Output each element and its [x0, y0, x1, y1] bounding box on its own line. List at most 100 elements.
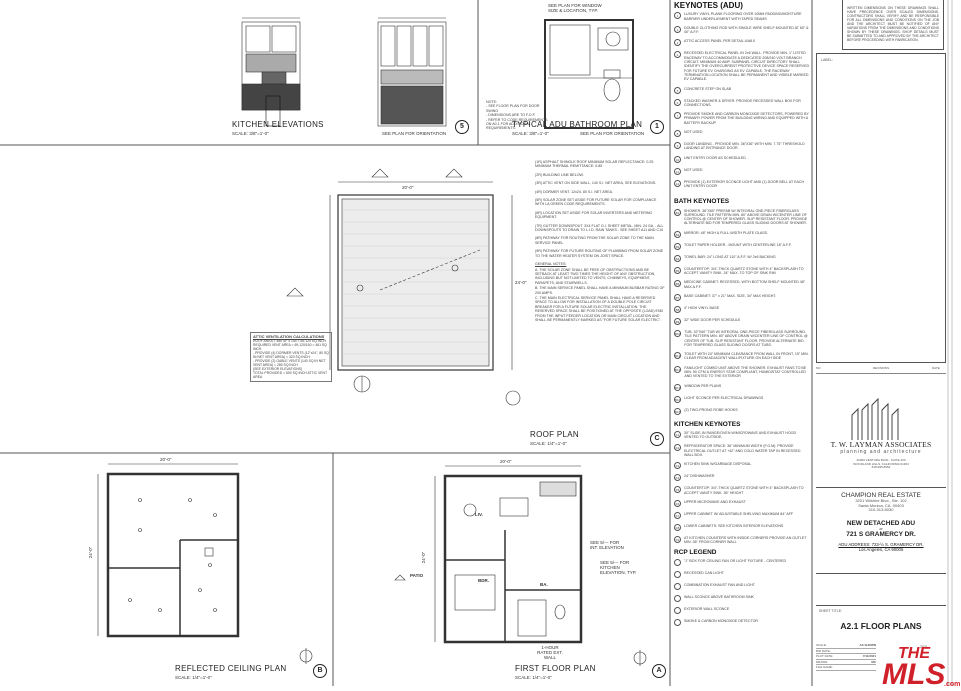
room-label: BA. — [540, 582, 548, 587]
keynote-number-icon: B10 — [674, 329, 682, 337]
architect-address-line: 20300 VENTURA BLVD., SUITE 200 — [856, 458, 906, 462]
architect-block: T. W. LAYMAN ASSOCIATES planning and arc… — [816, 440, 946, 470]
architect-tagline: planning and architecture — [840, 449, 922, 455]
rcp-legend-title: RCP LEGEND — [674, 548, 717, 556]
info-value: MC — [871, 659, 876, 664]
keynote-item: SMOKE & CARBON MONOXIDE DETECTOR — [674, 618, 810, 626]
sheet-title-block: SHEET TITLE: A2.1 FLOOR PLANS — [816, 605, 946, 634]
roof-note: (2R) BUILDING LINE BELOW. — [535, 172, 584, 177]
client-address-line: 3201 Wilshire Blvd., Ste. 102 — [855, 498, 907, 503]
drawing-number-bubble: C — [650, 432, 664, 446]
rcp-dim-depth: 24'-0" — [88, 546, 94, 559]
keynote-text: UPPER CABINET W/ ADJUSTABLE SHELVING MAX… — [684, 511, 794, 516]
drawing-orientation: SEE PLAN FOR ORIENTATION — [580, 131, 645, 136]
room-label: LIV. — [475, 512, 483, 517]
rev-no-header: NO. — [816, 366, 822, 370]
drawing-number-bubble: A — [652, 664, 666, 678]
first-floor-plan-drawing — [394, 465, 647, 666]
keynote-item: COMBINATION EXHAUST FAN AND LIGHT — [674, 582, 810, 590]
titleblock-edge — [947, 0, 953, 686]
roof-note: (9R) PATHWAY FOR FUTURE ROUTING OF PLUMB… — [535, 249, 663, 258]
rcp-symbol-icon — [674, 582, 681, 590]
architect-phone: 818-995-8952 — [871, 465, 891, 470]
keynote-item: "J" BOX FOR CEILING FAN OR LIGHT FIXTURE… — [674, 558, 810, 566]
info-key: PLOT DATE: — [816, 654, 834, 659]
disclaimer-box: WRITTEN DIMENSIONS ON THESE DRAWINGS SHA… — [842, 0, 944, 50]
keynote-text: COMBINATION EXHAUST FAN AND LIGHT — [684, 582, 755, 587]
wall-rating-note: 1-HOUR RATED EXT. WALL — [537, 645, 563, 660]
keynote-number-icon: K3 — [674, 462, 681, 470]
keynote-item: EXTERIOR WALL SCONCE — [674, 606, 810, 614]
attic-title: ATTIC VENTILATION CALCULATIONS — [253, 334, 325, 339]
rcp-symbol-icon — [674, 606, 681, 614]
keynote-number-icon: K6 — [674, 499, 681, 507]
keynote-number-icon: 6 — [674, 98, 681, 106]
drawing-scale: SCALE: 1/4"=1'-0" — [530, 441, 567, 446]
drawing-title: ROOF PLAN — [530, 430, 579, 439]
rev-header: REVISIONS — [872, 366, 890, 370]
label-box: LABEL: — [816, 53, 946, 363]
drawing-number-bubble: B — [313, 664, 327, 678]
rcp-symbol-icon — [674, 570, 681, 578]
keynote-text: SHOWER. 36"X60" PREFAB W/ INTEGRAL ONE-P… — [684, 208, 808, 226]
floor-dim-depth: 24'-0" — [421, 551, 427, 564]
adu-city: Los Angeles, CA 90005 — [858, 546, 904, 552]
sheet-info-row: DRAWN:MC — [816, 660, 876, 666]
sheet-title: A2.1 FLOOR PLANS — [840, 621, 922, 631]
keynote-number-icon: B4 — [674, 254, 681, 262]
keynote-number-icon: 10 — [674, 155, 681, 163]
drawing-scale: SCALE: 1/4"=1'-0" — [515, 675, 552, 680]
keynotes-adu-title: KEYNOTES (ADU) — [674, 1, 743, 10]
keynote-number-icon: B7 — [674, 293, 681, 301]
rcp-symbol-icon — [674, 618, 681, 626]
keynote-number-icon: B14 — [674, 395, 682, 403]
floor-dim-width: 20'-0" — [500, 459, 512, 464]
project-address: 721 S GRAMERCY DR. — [846, 530, 916, 538]
rcp-symbol-icon — [674, 594, 681, 602]
keynote-number-icon: 4 — [674, 51, 681, 59]
drawing-scale: SCALE: 1/4"=1'-0" — [175, 675, 212, 680]
project-at: AT — [879, 526, 883, 531]
note-line: - DIMENSIONS ARE TO F.O.F. — [486, 113, 536, 118]
keynote-text: CONCRETE STEP ON SLAB — [684, 86, 732, 91]
general-notes-title: GENERAL NOTES: — [535, 262, 567, 267]
keynote-text: NOT USED — [684, 130, 703, 135]
info-key: SCALE: — [816, 643, 827, 647]
keynote-text: AT KITCHEN COUNTERS WITH INSIDE CORNERS … — [684, 535, 807, 545]
general-note: B. THE MAIN SERVICE PANEL SHALL HAVE A M… — [535, 286, 665, 295]
note-line: - REFER TO CODE REQUIREMENTS ON A0.1 FOR… — [486, 117, 548, 131]
keynote-number-icon: B1 — [674, 208, 681, 216]
keynote-number-icon: K7 — [674, 511, 681, 519]
attic-calc-line: (SEE EXTERIOR ELEVATIONS) — [253, 367, 303, 371]
keynote-text: UPPER MICROWAVE AND EXHAUST — [684, 499, 746, 504]
roof-note: (1R) ASPHALT SHINGLE ROOF MINIMUM SOLAR … — [535, 160, 654, 169]
keynote-text: PROVIDE SMOKE AND CARBON MONOXIDE DETECT… — [684, 112, 809, 125]
roof-note: (6R) LOCATION SET ASIDE FOR SOLAR INVERT… — [535, 210, 653, 220]
keynote-number-icon: B8 — [674, 305, 681, 313]
info-value: AS SHOWN — [859, 643, 877, 647]
kitchen-elevation-drawing — [241, 17, 447, 127]
keynote-number-icon: B2 — [674, 230, 681, 238]
info-value: 7/11/2021 — [862, 654, 876, 659]
keynote-text: 32" WIDE DOOR PER SCHEDULE — [684, 317, 741, 322]
attic-calc-line: TOTAL PROVIDED = 600 SQ INCH ATTIC VENT … — [253, 371, 327, 379]
sheet-title-label: SHEET TITLE: — [819, 609, 843, 613]
keynote-text: MIRROR: 48" HIGH & FULL-WIDTH PLATE GLAS… — [684, 230, 769, 235]
drawing-number-bubble: 1 — [650, 120, 664, 134]
